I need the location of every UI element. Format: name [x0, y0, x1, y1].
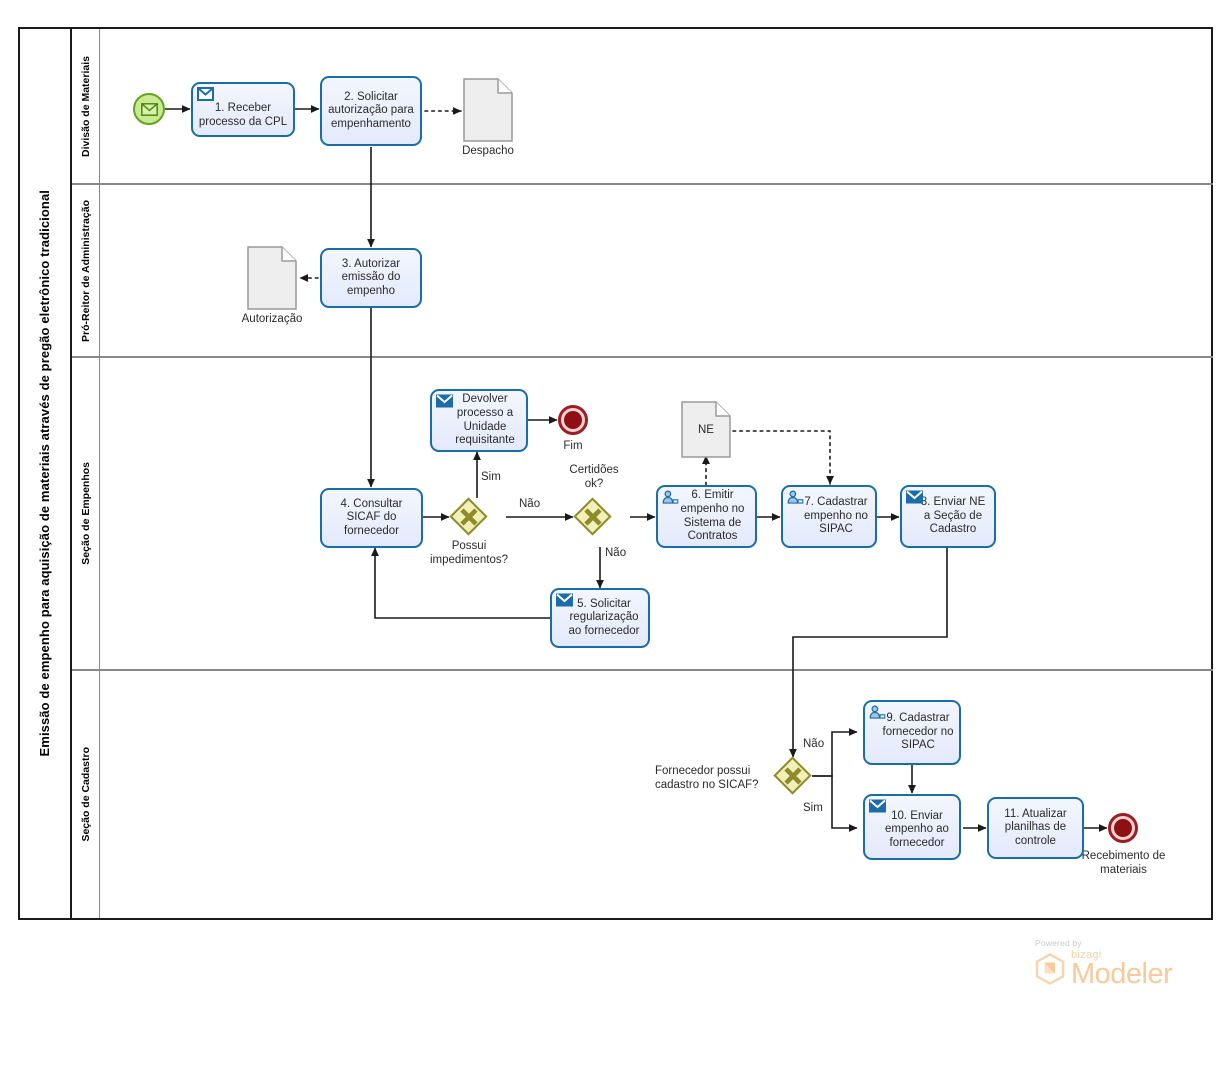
- lane-label: Pró-Reitor de Administração: [79, 199, 92, 342]
- flow-label-g3-sim: Sim: [803, 802, 823, 814]
- flow-label-g1-sim: Sim: [481, 471, 501, 483]
- task-8-enviar-ne[interactable]: 8. Enviar NE a Seção de Cadastro: [900, 485, 996, 548]
- end-event-inner-circle: [564, 411, 582, 429]
- modeler-wordmark: Modeler: [1071, 958, 1173, 990]
- exclusive-x-icon: [784, 767, 802, 785]
- task-label: 1. Receber processo da CPL: [198, 101, 288, 128]
- end-event-recebimento[interactable]: [1108, 813, 1138, 843]
- pool-container: [18, 27, 1213, 920]
- user-task-icon: [869, 705, 886, 719]
- task-4-consultar-sicaf[interactable]: 4. Consultar SICAF do fornecedor: [320, 488, 423, 548]
- document-icon: [681, 401, 731, 458]
- bizagi-logo-icon: [1035, 953, 1065, 986]
- envelope-icon: [140, 102, 158, 116]
- document-icon: [463, 78, 513, 142]
- gateway-certidoes-ok[interactable]: [573, 497, 612, 536]
- envelope-send-icon: [436, 394, 453, 408]
- exclusive-x-icon: [460, 508, 478, 526]
- task-10-enviar-empenho-fornecedor[interactable]: 10. Enviar empenho ao fornecedor: [863, 794, 961, 860]
- task-label: 2. Solicitar autorização para empenhamen…: [328, 90, 414, 130]
- bizagi-branding: Powered by bizagi Modeler: [1035, 938, 1215, 989]
- pool-title: Emissão de empenho para aquisição de mat…: [18, 27, 72, 920]
- task-label: 8. Enviar NE a Seção de Cadastro: [920, 496, 986, 536]
- task-label: 9. Cadastrar fornecedor no SIPAC: [882, 712, 954, 752]
- task-label: 10. Enviar empenho ao fornecedor: [885, 809, 949, 849]
- bizagi-wordmark: bizagi: [1071, 949, 1102, 961]
- lane-label: Divisão de Materiais: [79, 55, 92, 157]
- user-task-icon: [662, 490, 679, 504]
- document-icon: [247, 246, 297, 310]
- task-label: 3. Autorizar emissão do empenho: [341, 257, 401, 297]
- gateway-possui-impedimentos-label: Possui impedimentos?: [430, 540, 508, 566]
- flow-label-g1-nao: Não: [519, 498, 541, 510]
- task-label: 11. Atualizar planilhas de controle: [1004, 807, 1067, 847]
- data-object-despacho[interactable]: Despacho: [462, 78, 514, 157]
- lane-divisao-materiais: Divisão de Materiais: [72, 29, 1213, 185]
- task-1-receber-processo[interactable]: 1. Receber processo da CPL: [191, 82, 295, 137]
- gateway-fornecedor-cadastro-sicaf-label: Fornecedor possui cadastro no SICAF?: [655, 765, 759, 791]
- envelope-send-icon: [556, 593, 573, 607]
- user-task-icon: [787, 490, 804, 504]
- task-label: 6. Emitir empenho no Sistema de Contrato…: [680, 489, 745, 543]
- data-object-autorizacao[interactable]: Autorização: [242, 246, 302, 325]
- lane-pro-reitor: Pró-Reitor de Administração: [72, 185, 1213, 358]
- task-7-cadastrar-empenho-sipac[interactable]: 7. Cadastrar empenho no SIPAC: [781, 485, 877, 548]
- lane-secao-empenhos: Seção de Empenhos: [72, 358, 1213, 671]
- data-object-label: Despacho: [462, 145, 514, 157]
- end-event-fim[interactable]: [558, 405, 588, 435]
- flow-label-g2-nao: Não: [605, 547, 627, 559]
- pool-title-label: Emissão de empenho para aquisição de mat…: [36, 190, 52, 757]
- envelope-receive-icon: [197, 87, 214, 101]
- task-9-cadastrar-fornecedor-sipac[interactable]: 9. Cadastrar fornecedor no SIPAC: [863, 700, 961, 765]
- task-2-solicitar-autorizacao[interactable]: 2. Solicitar autorização para empenhamen…: [320, 76, 422, 146]
- data-object-ne[interactable]: NE: [681, 401, 731, 458]
- end-event-recebimento-label: Recebimento de materiais: [1081, 850, 1166, 876]
- start-message-event[interactable]: [133, 93, 165, 125]
- lane-header-secao-empenhos: Seção de Empenhos: [72, 358, 100, 669]
- data-object-label: NE: [698, 423, 714, 436]
- envelope-send-icon: [906, 490, 923, 504]
- task-5-solicitar-regularizacao[interactable]: 5. Solicitar regularização ao fornecedor: [550, 588, 650, 648]
- lane-label: Seção de Empenhos: [79, 462, 92, 565]
- lane-header-pro-reitor: Pró-Reitor de Administração: [72, 185, 100, 356]
- task-6-emitir-empenho[interactable]: 6. Emitir empenho no Sistema de Contrato…: [656, 485, 757, 548]
- task-devolver-processo[interactable]: Devolver processo a Unidade requisitante: [430, 389, 528, 452]
- lane-secao-cadastro: Seção de Cadastro: [72, 671, 1213, 918]
- task-label: 5. Solicitar regularização ao fornecedor: [568, 597, 640, 637]
- lane-header-secao-cadastro: Seção de Cadastro: [72, 671, 100, 918]
- powered-by-label: Powered by: [1035, 938, 1082, 948]
- exclusive-x-icon: [584, 508, 602, 526]
- end-event-fim-label: Fim: [563, 440, 583, 452]
- task-11-atualizar-planilhas[interactable]: 11. Atualizar planilhas de controle: [987, 797, 1084, 859]
- lane-label: Seção de Cadastro: [79, 747, 92, 842]
- flow-label-g3-nao: Não: [803, 738, 825, 750]
- end-event-inner-circle: [1114, 819, 1132, 837]
- gateway-certidoes-ok-label: Certidões ok?: [569, 464, 619, 490]
- task-label: 7. Cadastrar empenho no SIPAC: [804, 496, 868, 536]
- lane-header-divisao-materiais: Divisão de Materiais: [72, 29, 100, 183]
- gateway-possui-impedimentos[interactable]: [449, 497, 488, 536]
- data-object-label: Autorização: [241, 313, 303, 325]
- task-3-autorizar-emissao[interactable]: 3. Autorizar emissão do empenho: [320, 248, 422, 308]
- envelope-send-icon: [869, 799, 886, 813]
- gateway-fornecedor-cadastro-sicaf[interactable]: [773, 756, 812, 795]
- task-label: 4. Consultar SICAF do fornecedor: [340, 497, 403, 537]
- task-label: Devolver processo a Unidade requisitante: [455, 393, 515, 447]
